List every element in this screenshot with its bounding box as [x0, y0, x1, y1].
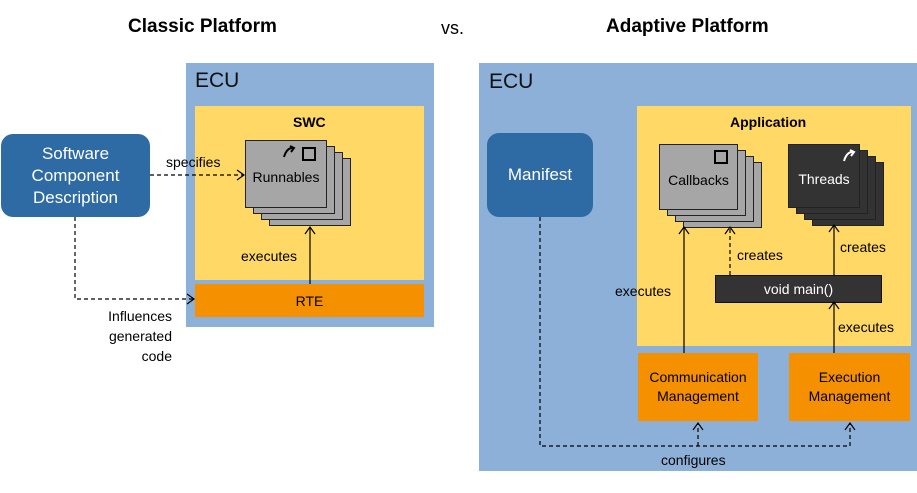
configures-path — [539, 217, 850, 447]
influences-generated-code-label: Influences generated code — [108, 308, 172, 364]
communication-management-label: Communication Management — [649, 369, 747, 404]
classic-ecu-label: ECU — [195, 69, 240, 92]
callbacks-label: Callbacks — [668, 172, 729, 188]
rte-bar: RTE — [195, 284, 424, 317]
adaptive-platform-title: Adaptive Platform — [606, 16, 769, 37]
executes-label-classic: executes — [241, 248, 298, 264]
execution-management-label: Execution Management — [808, 369, 891, 404]
communication-management-box: Communication Management — [638, 353, 758, 421]
executes-label-comm: executes — [615, 283, 672, 299]
threads-label: Threads — [798, 171, 850, 187]
void-main-box: void main() — [715, 275, 882, 303]
executes-label-exec: executes — [838, 319, 895, 335]
influences-arrow — [74, 217, 193, 300]
callback-square-icon — [302, 147, 316, 161]
thread-icon — [281, 144, 297, 165]
configures-label: configures — [661, 452, 726, 468]
creates-label-threads: creates — [840, 239, 886, 255]
specifies-label: specifies — [166, 154, 221, 170]
rte-label: RTE — [295, 292, 324, 309]
classic-platform-title: Classic Platform — [128, 16, 277, 37]
callbacks-box: Callbacks — [659, 144, 738, 210]
vs-label: vs. — [441, 18, 465, 38]
adaptive-ecu-label: ECU — [489, 70, 534, 93]
runnables-label: Runnables — [252, 169, 320, 185]
application-label: Application — [730, 114, 807, 130]
creates-label-callbacks: creates — [737, 247, 783, 263]
execution-management-box: Execution Management — [789, 353, 910, 421]
thread-icon-adaptive — [841, 148, 857, 169]
callback-square-icon-adaptive — [714, 150, 728, 164]
swc-label: SWC — [293, 114, 326, 130]
manifest-box: Manifest — [487, 133, 593, 217]
manifest-label: Manifest — [507, 165, 573, 184]
software-component-description-box: Software Component Description — [1, 134, 150, 217]
void-main-label: void main() — [763, 281, 834, 297]
